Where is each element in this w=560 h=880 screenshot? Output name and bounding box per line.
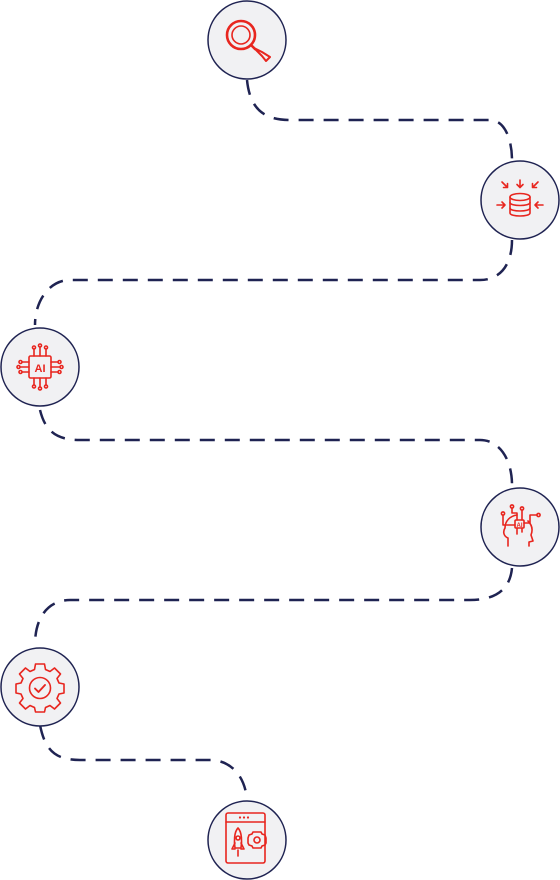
database-collect-icon [496, 179, 544, 217]
ai-chip-label: AI [35, 363, 46, 375]
ai-chip-icon: AI [16, 343, 64, 391]
step-5-optimization [0, 647, 80, 727]
magnifier-icon [225, 19, 271, 62]
step-6-launch [207, 800, 287, 880]
gear-check-icon [15, 663, 65, 713]
step-2-data-collection [480, 160, 560, 240]
ai-head-label: AI [517, 523, 523, 529]
step-3-ai-model: AI [0, 327, 80, 407]
roadmap-connector [33, 79, 514, 801]
step-4-ai-intelligence: AI [480, 487, 560, 567]
step-1-research [207, 0, 287, 80]
rocket-launch-icon [225, 812, 267, 864]
ai-head-icon: AI [500, 504, 541, 547]
